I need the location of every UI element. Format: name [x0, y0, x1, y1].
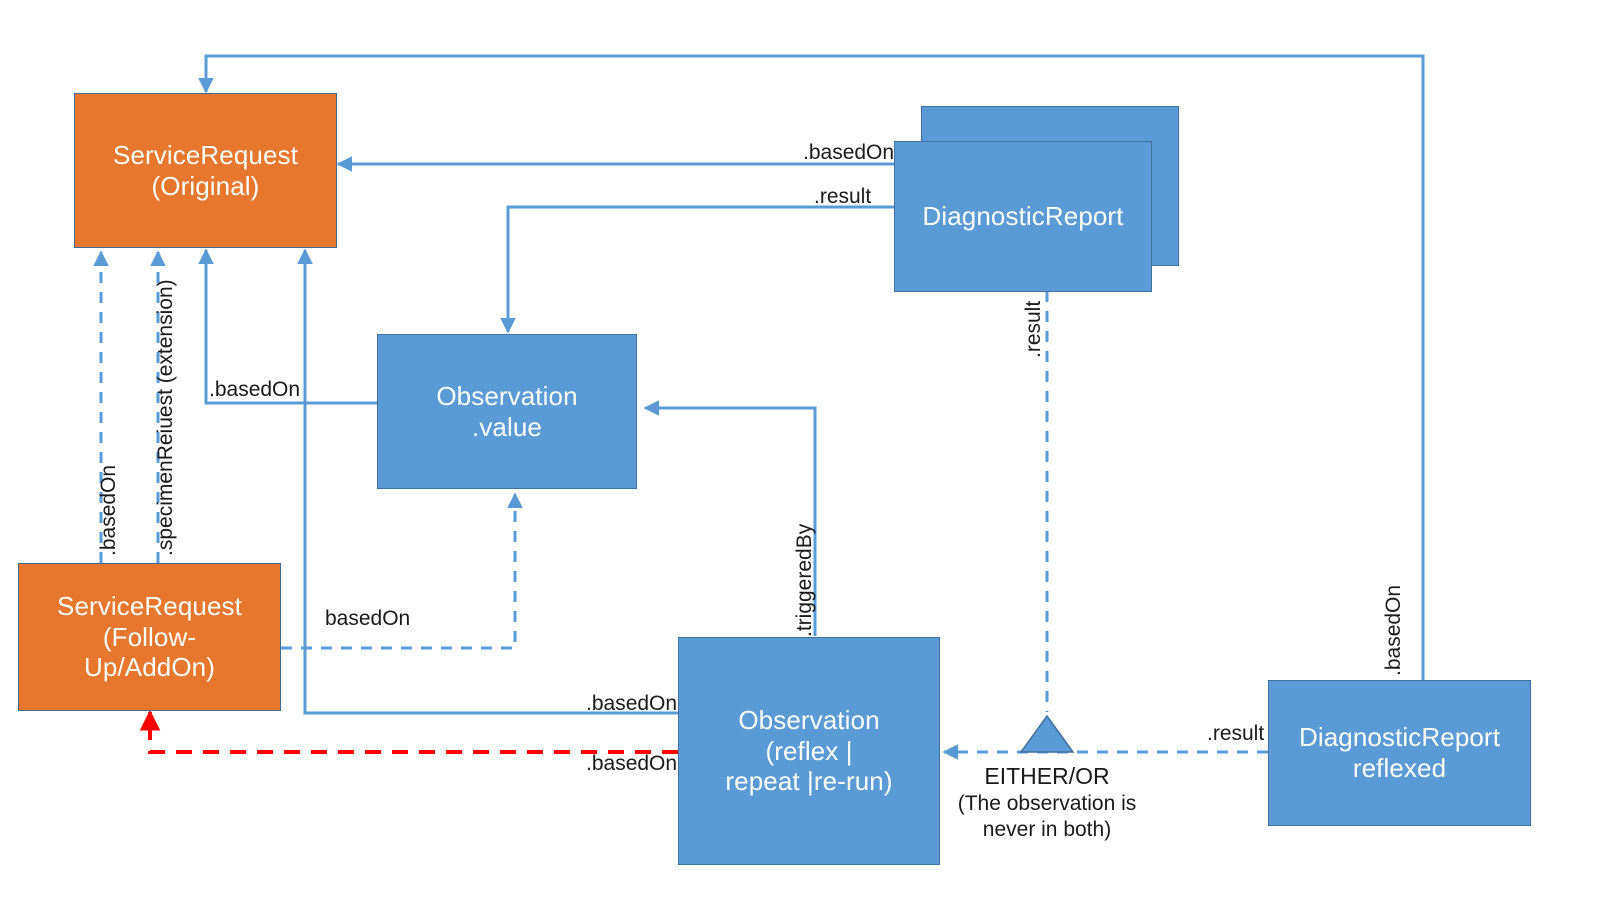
node-label-line1: ServiceRequest: [113, 139, 298, 170]
node-label-line2: (reflex |: [765, 735, 853, 766]
node-observation-value[interactable]: Observation .value: [377, 334, 637, 489]
node-label-line1: DiagnosticReport: [1298, 722, 1501, 753]
edge-label-right-rail-basedon-vertical: .basedOn: [1382, 584, 1405, 676]
edge-label-observation-value-basedon: .basedOn: [209, 378, 301, 401]
edge-label-observation-reflex-basedon: .basedOn: [586, 692, 678, 715]
node-label-line2: .value: [472, 411, 542, 442]
node-label-line1: ServiceRequest: [57, 590, 242, 621]
edge-label-specimenrequest-extension-vertical: .specimenReiuest (extension): [154, 279, 177, 556]
edge-label-dxreflexed-result: .result: [1207, 722, 1265, 745]
edge-label-diagnosticreport-result: .result: [814, 185, 872, 208]
node-label-line2: reflexed: [1352, 753, 1447, 783]
either-or-triangle: [1019, 714, 1075, 753]
node-label-line1: Observation: [436, 380, 578, 411]
node-label-line2: (Follow-: [102, 621, 197, 652]
node-label-line3: Up/AddOn): [84, 652, 215, 683]
node-observation-reflex[interactable]: Observation (reflex | repeat |re-run): [678, 637, 940, 865]
edge-dxreflexed-basedon-servicerequest-original: [198, 54, 1425, 680]
either-or-title: EITHER/OR: [984, 763, 1110, 789]
edge-observation-value-basedon-servicerequest-original: [198, 248, 377, 405]
node-service-request-original[interactable]: ServiceRequest (Original): [74, 93, 337, 248]
node-label-line3: repeat |re-run): [725, 766, 893, 797]
node-service-request-followup[interactable]: ServiceRequest (Follow- Up/AddOn): [18, 563, 281, 711]
either-or-annotation: EITHER/OR (The observation is never in b…: [937, 762, 1157, 843]
edge-diagnosticreport-result-observation-value: [500, 205, 896, 334]
edge-observation-reflex-triggeredby-observation-value: [643, 400, 817, 636]
edge-label-followup-basedon-vertical: .basedOn: [97, 464, 120, 556]
edge-observation-reflex-basedon-servicerequest-original: [297, 248, 678, 715]
edge-label-diagnosticreport-result-vertical: .result: [1022, 300, 1045, 358]
either-or-line2: never in both): [982, 818, 1112, 841]
edge-label-triggeredby-vertical: .triggeredBy: [793, 523, 816, 637]
edge-observation-reflex-basedon-followup-red: [139, 709, 678, 754]
node-label-line1: DiagnosticReport: [922, 201, 1124, 232]
node-diagnostic-report[interactable]: DiagnosticReport: [894, 141, 1152, 292]
node-label-line2: (Original): [151, 170, 260, 201]
node-diagnostic-report-reflexed[interactable]: DiagnosticReport reflexed: [1268, 680, 1531, 826]
either-or-line1: (The observation is: [957, 791, 1137, 815]
node-label-line1: Observation: [738, 704, 880, 735]
edge-label-diagnosticreport-basedon: .basedOn: [803, 141, 895, 164]
edge-label-observation-reflex-basedon-red: .basedOn: [586, 752, 678, 775]
edge-label-followup-basedon-observation: basedOn: [325, 607, 411, 630]
